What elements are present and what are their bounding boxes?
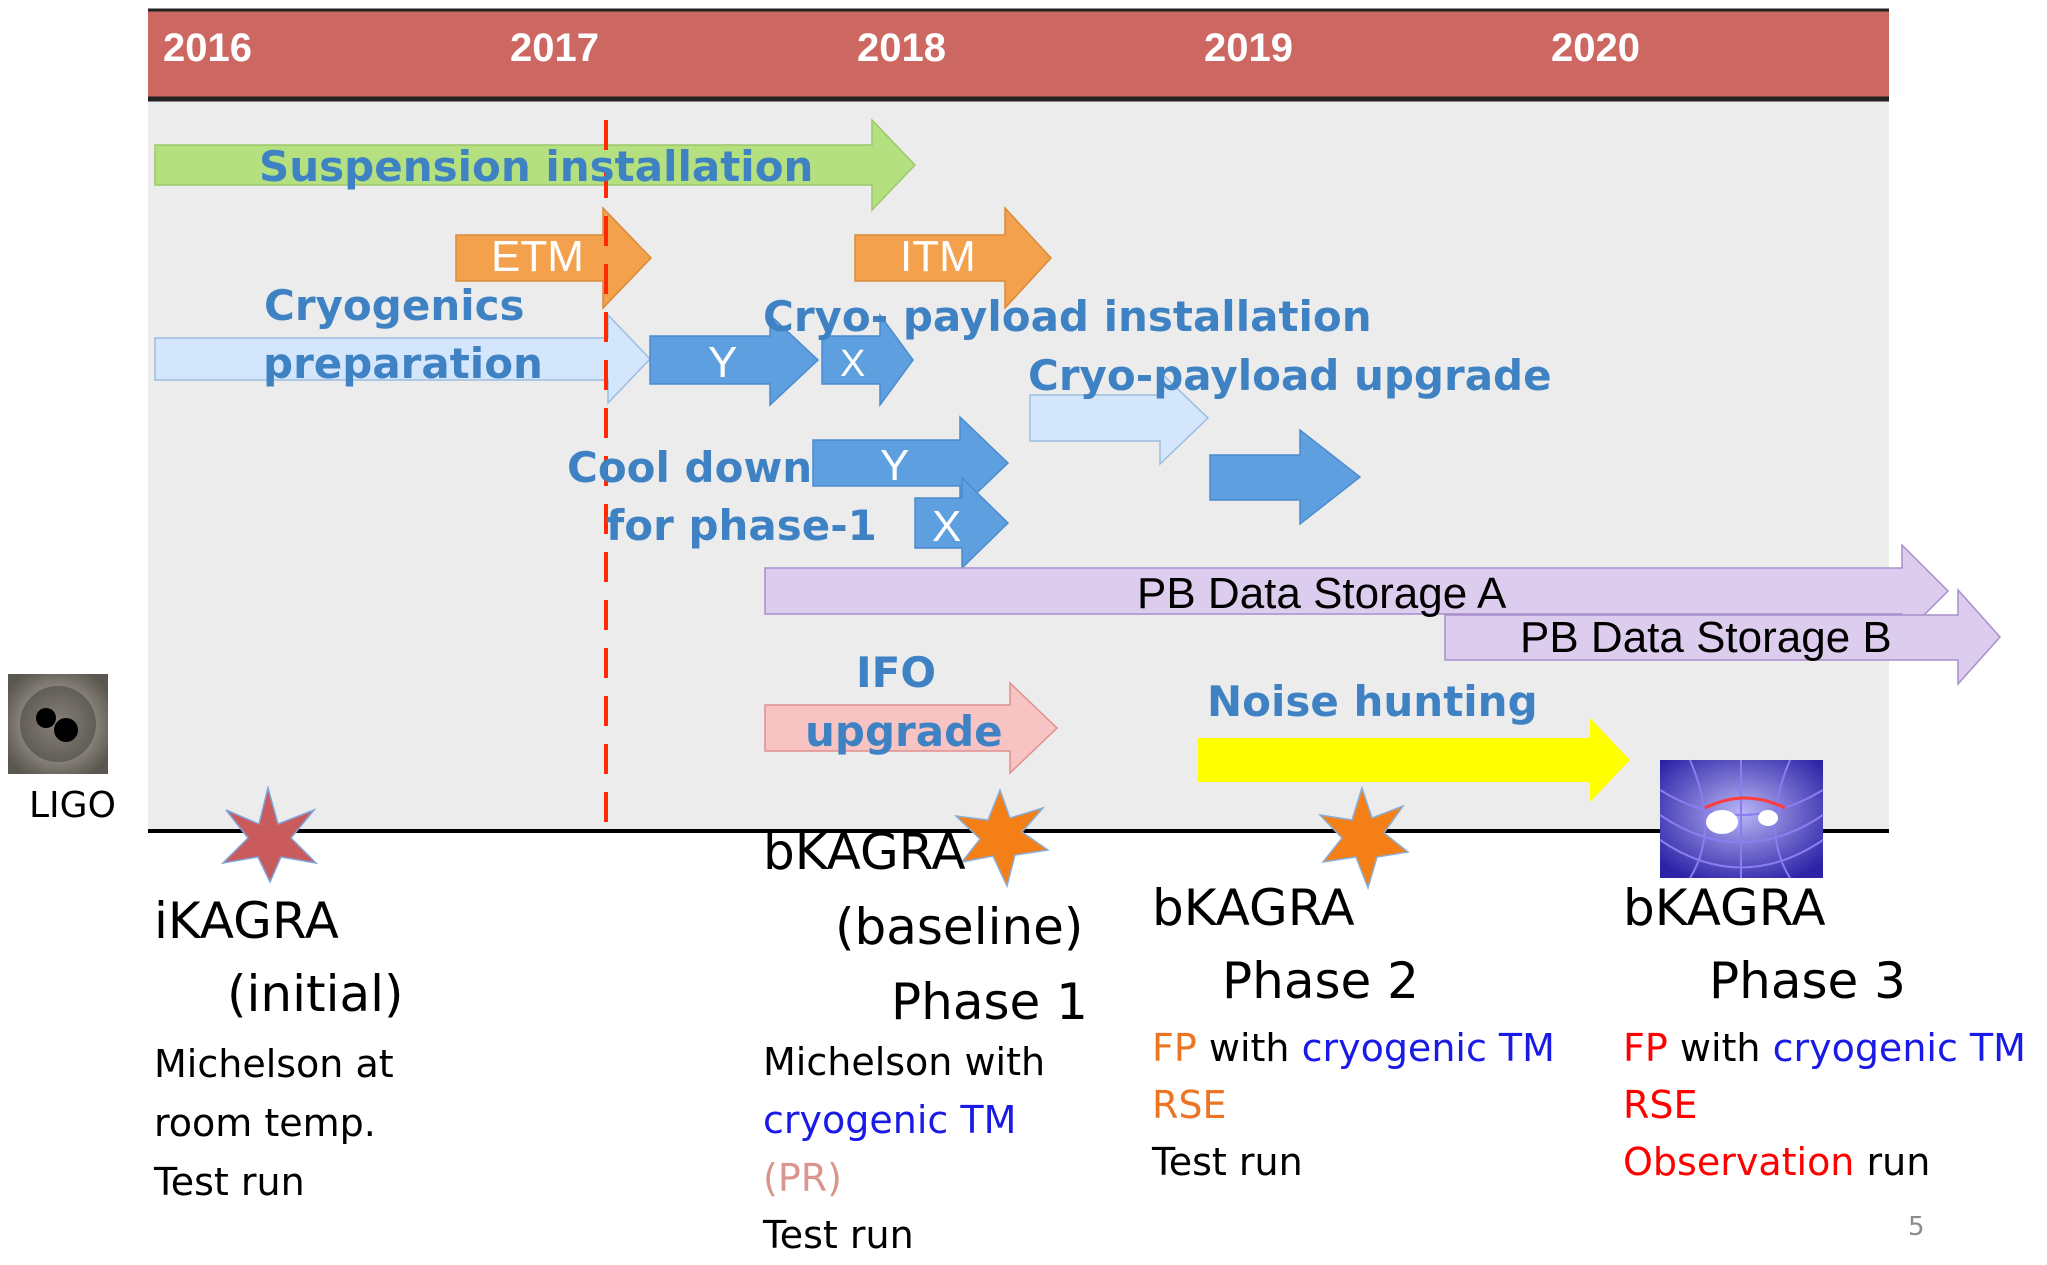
cool-down-label-line2: for phase-1 xyxy=(606,501,877,550)
ifo-label-line1: IFO xyxy=(856,648,937,697)
year-2016: 2016 xyxy=(163,26,252,70)
slide-number: 5 xyxy=(1908,1212,1925,1242)
year-2019: 2019 xyxy=(1204,26,1293,70)
phase2-star xyxy=(1317,785,1410,891)
suspension-arrow xyxy=(154,118,917,212)
etm-label: ETM xyxy=(491,232,584,281)
cool-down-label-line1: Cool down xyxy=(567,443,813,492)
year-header-bar xyxy=(148,10,1889,100)
ifo-upgrade-arrow xyxy=(764,681,1059,775)
year-2017: 2017 xyxy=(510,26,599,70)
itm-label: ITM xyxy=(900,232,976,281)
phase2-title: bKAGRA Phase 2 xyxy=(1152,879,1419,1010)
phase3-description: FP with cryogenic TM RSE Observation run xyxy=(1623,1026,2026,1184)
phase2-description: FP with cryogenic TM RSE Test run xyxy=(1152,1026,1555,1184)
ifo-label-line2: upgrade xyxy=(805,707,1003,756)
cryo-upgrade-arrow-2 xyxy=(1209,428,1362,526)
year-2020: 2020 xyxy=(1551,26,1640,70)
cool-down-x-arrow xyxy=(914,476,1010,570)
pb-storage-a-label: PB Data Storage A xyxy=(1137,569,1507,618)
ligo-image xyxy=(8,674,108,774)
suspension-label: Suspension installation xyxy=(259,142,814,191)
ikagra-star xyxy=(220,785,319,884)
cryo-payload-x-label: X xyxy=(840,343,866,385)
phase3-title: bKAGRA Phase 3 xyxy=(1623,879,1906,1010)
phase1-star xyxy=(953,787,1050,889)
noise-hunting-label: Noise hunting xyxy=(1207,677,1538,726)
cool-down-x-label: X xyxy=(932,502,962,551)
pb-storage-b-label: PB Data Storage B xyxy=(1520,613,1892,662)
pb-storage-a-arrow xyxy=(764,543,1950,639)
ikagra-description: Michelson at room temp. Test run xyxy=(154,1042,394,1204)
cool-down-y-arrow xyxy=(812,415,1010,511)
phase1-description: Michelson with cryogenic TM (PR) Test ru… xyxy=(763,1040,1046,1258)
cool-down-y-label: Y xyxy=(880,441,910,490)
noise-hunting-arrow xyxy=(1198,718,1630,802)
phase1-title: bKAGRA (baseline) Phase 1 xyxy=(763,823,1088,1031)
cryo-upgrade-label: Cryo-payload upgrade xyxy=(1028,351,1552,400)
cryo-payload-y-label: Y xyxy=(708,338,738,387)
ligo-label: LIGO xyxy=(29,785,116,826)
itm-arrow xyxy=(854,206,1053,310)
cryogenics-label-line1: Cryogenics xyxy=(264,281,525,330)
cryo-payload-y-arrow xyxy=(649,313,820,407)
year-2018: 2018 xyxy=(857,26,946,70)
cryogenics-label-line2: preparation xyxy=(263,339,543,388)
pb-storage-b-arrow xyxy=(1444,588,2002,686)
cryo-payload-x-arrow xyxy=(821,312,914,408)
ikagra-title: iKAGRA (initial) xyxy=(154,892,404,1023)
cryo-upgrade-arrow-1 xyxy=(1029,370,1210,466)
phase3-image xyxy=(1659,759,1824,879)
etm-arrow xyxy=(455,206,653,310)
cryo-payload-install-label: Cryo- payload installation xyxy=(763,292,1372,341)
